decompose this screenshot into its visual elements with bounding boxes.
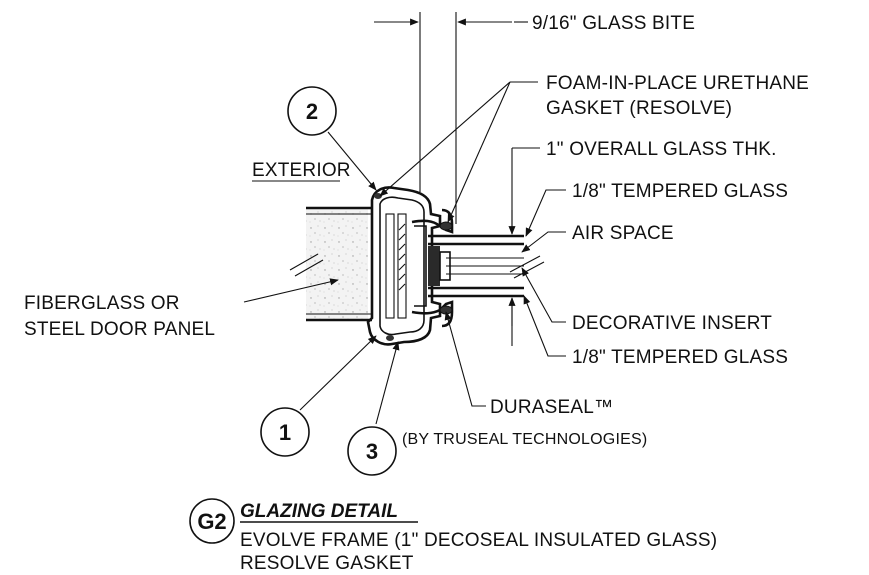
evolve-frame-profile xyxy=(366,186,454,346)
overall-thickness-label: 1" OVERALL GLASS THK. xyxy=(546,139,777,160)
insulated-glass-unit xyxy=(428,234,545,298)
svg-text:1: 1 xyxy=(279,420,291,445)
foam-gasket-label-line1: FOAM-IN-PLACE URETHANE xyxy=(546,73,809,94)
callout-3: 3 xyxy=(347,426,397,476)
foam-gasket-label-line2: GASKET (RESOLVE) xyxy=(546,98,732,119)
callout-1: 1 xyxy=(260,407,310,457)
decorative-insert-label: DECORATIVE INSERT xyxy=(572,313,772,334)
tempered-glass-bottom-label: 1/8" TEMPERED GLASS xyxy=(572,347,788,368)
glass-bite-dimension xyxy=(374,12,512,224)
detail-subtitle-line2: RESOLVE GASKET xyxy=(240,553,414,574)
exterior-label: EXTERIOR xyxy=(252,160,351,181)
svg-text:2: 2 xyxy=(306,99,318,124)
glass-bite-label: 9/16" GLASS BITE xyxy=(532,13,695,34)
overall-glass-thickness-dimension xyxy=(508,147,540,346)
title-block: G2 GLAZING DETAIL EVOLVE FRAME (1" DECOS… xyxy=(189,498,717,574)
detail-tag: G2 xyxy=(197,509,226,534)
door-panel xyxy=(289,206,372,322)
detail-subtitle-line1: EVOLVE FRAME (1" DECOSEAL INSULATED GLAS… xyxy=(240,530,717,551)
duraseal-note: (BY TRUSEAL TECHNOLOGIES) xyxy=(402,431,647,448)
door-panel-label-line2: STEEL DOOR PANEL xyxy=(24,319,215,340)
leader-lines xyxy=(243,81,566,425)
tempered-glass-top-label: 1/8" TEMPERED GLASS xyxy=(572,181,788,202)
callout-2: 2 xyxy=(287,86,337,136)
detail-title: GLAZING DETAIL xyxy=(240,501,398,522)
duraseal-label: DURASEAL™ xyxy=(490,397,613,418)
door-panel-label-line1: FIBERGLASS OR xyxy=(24,293,180,314)
svg-text:3: 3 xyxy=(366,439,378,464)
air-space-label: AIR SPACE xyxy=(572,223,674,244)
